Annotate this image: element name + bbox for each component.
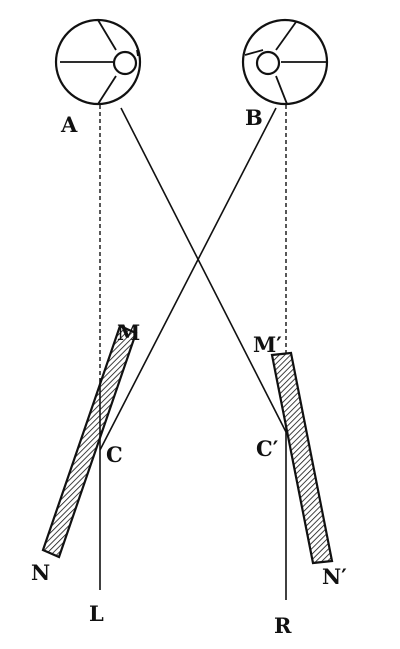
label-c-prime: C′ xyxy=(256,436,279,461)
label-r: R xyxy=(274,613,292,638)
label-m: M xyxy=(117,320,140,345)
right-mirror xyxy=(270,351,334,565)
label-c: C xyxy=(106,442,123,467)
label-n: N xyxy=(31,560,50,585)
right-eye xyxy=(241,18,329,106)
ray-a-to-c-prime xyxy=(120,107,287,433)
left-pupil xyxy=(112,50,138,76)
label-l: L xyxy=(89,601,104,626)
ray-b-to-c xyxy=(99,107,277,451)
label-n-prime: N′ xyxy=(322,564,347,589)
left-mirror xyxy=(41,324,138,559)
label-b: B xyxy=(245,105,263,130)
left-eye xyxy=(54,18,142,106)
right-pupil xyxy=(255,50,281,76)
label-a: A xyxy=(60,112,78,137)
label-m-prime: M′ xyxy=(253,332,282,357)
